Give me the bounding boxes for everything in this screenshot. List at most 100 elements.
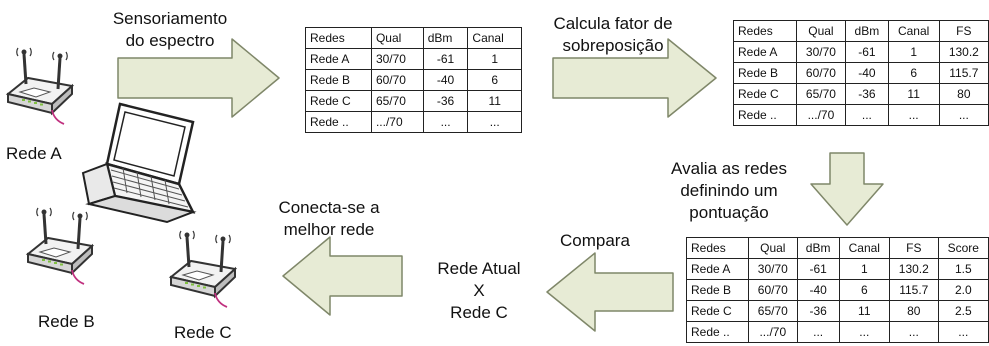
table-cell: 30/70 — [747, 258, 798, 280]
table-cell: 30/70 — [795, 41, 847, 63]
table-cell: 65/70 — [747, 300, 798, 322]
table-header-row: Redes Qual dBm Canal — [305, 27, 522, 49]
table-cell: 2.0 — [937, 279, 989, 301]
header-cell: dBm — [422, 27, 469, 49]
table-cell: 1 — [838, 258, 890, 280]
table-cell: 60/70 — [795, 62, 847, 84]
table-row: Rede .. .../70 ... ... ... ... — [686, 321, 989, 343]
table-row: Rede B 60/70 -40 6 115.7 2.0 — [686, 279, 989, 301]
table-cell: -40 — [422, 69, 469, 91]
table-cell: 80 — [938, 83, 989, 105]
table-cell: Rede B — [686, 279, 749, 301]
table-row: Rede C 65/70 -36 11 80 — [733, 83, 989, 105]
table-cell: -61 — [796, 258, 840, 280]
step-sensing-line-2: do espectro — [125, 31, 215, 50]
table-row: Rede B 60/70 -40 6 — [305, 69, 522, 91]
laptop-icon — [81, 102, 197, 224]
table-cell: 60/70 — [370, 69, 424, 91]
table-cell: 1.5 — [937, 258, 989, 280]
step-evaluate-label: Avalia as redes definindo um pontuação — [654, 158, 804, 224]
step-evaluate-line-1: Avalia as redes — [671, 159, 787, 178]
header-cell: dBm — [796, 237, 840, 259]
table-row: Rede C 65/70 -36 11 — [305, 90, 522, 112]
header-cell: FS — [888, 237, 939, 259]
table-row: Rede C 65/70 -36 11 80 2.5 — [686, 300, 989, 322]
table-row: Rede B 60/70 -40 6 115.7 — [733, 62, 989, 84]
header-cell: Redes — [305, 27, 372, 49]
router-c-icon — [168, 230, 238, 308]
table-row: Rede A 30/70 -61 1 130.2 1.5 — [686, 258, 989, 280]
arrow-table1-to-table2 — [552, 38, 717, 118]
header-cell: Canal — [467, 27, 522, 49]
table-cell: ... — [887, 104, 940, 126]
header-cell: dBm — [845, 20, 889, 42]
header-cell: Qual — [747, 237, 798, 259]
header-cell: Canal — [887, 20, 940, 42]
step-calc-line-2: sobreposição — [562, 36, 664, 55]
step-compare-label: Compara — [560, 230, 630, 252]
table-cell: 6 — [467, 69, 522, 91]
header-cell: Redes — [686, 237, 749, 259]
table-cell: Rede C — [686, 300, 749, 322]
table-row: Rede A 30/70 -61 1 130.2 — [733, 41, 989, 63]
table-cell: -40 — [845, 62, 889, 84]
comparison-label: Rede Atual X Rede C — [420, 258, 538, 324]
table-cell: Rede A — [686, 258, 749, 280]
table-cell: Rede .. — [733, 104, 797, 126]
table-cell: 115.7 — [888, 279, 939, 301]
step-connect-line-1: Conecta-se a — [278, 198, 380, 217]
table-cell: Rede C — [305, 90, 372, 112]
table-cell: 80 — [888, 300, 939, 322]
step-connect-line-2: melhor rede — [283, 220, 375, 239]
table-cell: Rede C — [733, 83, 797, 105]
header-cell: Qual — [370, 27, 424, 49]
table-cell: 30/70 — [370, 48, 424, 70]
table-cell: 130.2 — [888, 258, 939, 280]
table-cell: -40 — [796, 279, 840, 301]
arrow-compare — [546, 252, 674, 332]
table-cell: 2.5 — [937, 300, 989, 322]
comparison-line-1: Rede Atual — [437, 259, 521, 278]
step-calc-line-1: Calcula fator de — [553, 14, 673, 33]
table-cell: 65/70 — [370, 90, 424, 112]
table-header-row: Redes Qual dBm Canal FS — [733, 20, 989, 42]
table-cell: ... — [938, 104, 989, 126]
table-cell: -61 — [845, 41, 889, 63]
table-cell: 1 — [887, 41, 940, 63]
table-cell: Rede .. — [686, 321, 749, 343]
table-row: Rede A 30/70 -61 1 — [305, 48, 522, 70]
table-cell: ... — [467, 111, 522, 133]
table-cell: 11 — [838, 300, 890, 322]
table-row: Rede .. .../70 ... ... — [305, 111, 522, 133]
table-cell: 6 — [838, 279, 890, 301]
table-cell: 65/70 — [795, 83, 847, 105]
table-cell: 11 — [887, 83, 940, 105]
table-cell: 11 — [467, 90, 522, 112]
step-evaluate-line-3: pontuação — [689, 203, 769, 222]
table-cell: .../70 — [747, 321, 798, 343]
step-calc-label: Calcula fator de sobreposição — [538, 13, 688, 57]
router-a-icon — [5, 47, 75, 125]
router-b-label: Rede B — [38, 312, 95, 331]
step-connect-label: Conecta-se a melhor rede — [258, 197, 400, 241]
header-cell: Score — [937, 237, 989, 259]
table-cell: ... — [838, 321, 890, 343]
table-cell: ... — [937, 321, 989, 343]
table-cell: ... — [796, 321, 840, 343]
router-a-label: Rede A — [6, 144, 62, 163]
table-cell: ... — [422, 111, 469, 133]
router-b-icon — [25, 207, 95, 285]
table-cell: Rede B — [305, 69, 372, 91]
arrow-connect — [282, 236, 403, 316]
step-sensing-label: Sensoriamento do espectro — [100, 8, 240, 52]
step-compare-line-1: Compara — [560, 231, 630, 250]
table-cell: -36 — [796, 300, 840, 322]
table-header-row: Redes Qual dBm Canal FS Score — [686, 237, 989, 259]
table-cell: 1 — [467, 48, 522, 70]
table-cell: -36 — [422, 90, 469, 112]
table-cell: .../70 — [795, 104, 847, 126]
table-cell: ... — [888, 321, 939, 343]
table-cell: .../70 — [370, 111, 424, 133]
table-cell: 130.2 — [938, 41, 989, 63]
